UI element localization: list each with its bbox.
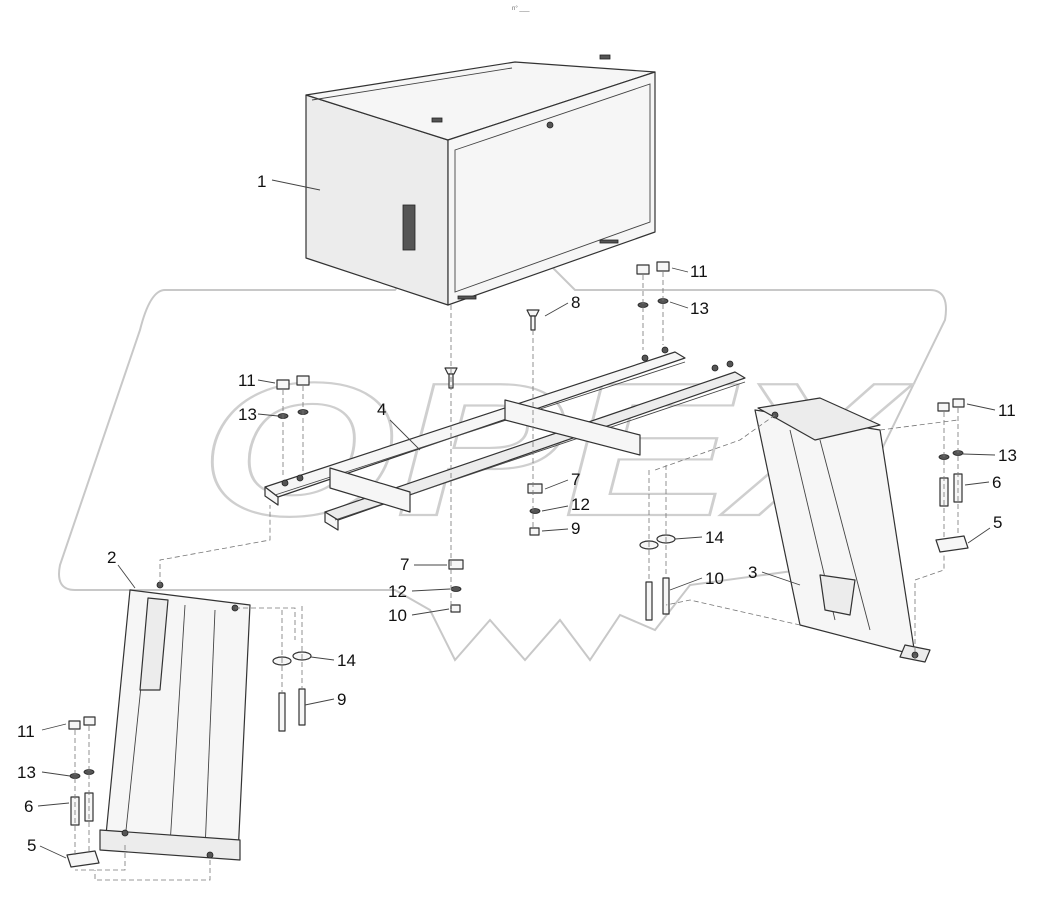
callout-11c: 11: [998, 401, 1016, 420]
callout-13b: 13: [238, 405, 257, 424]
part-3-right-bracket: 3: [748, 397, 931, 663]
callout-6b: 6: [992, 473, 1001, 492]
callout-3: 3: [748, 563, 757, 582]
part-1-box: 1: [257, 54, 656, 306]
callout-10b: 10: [388, 606, 407, 625]
callout-11d: 11: [17, 722, 35, 741]
fastener-group-center: 8 7 12 9 7 12 10: [388, 293, 590, 625]
callout-7a: 7: [571, 470, 580, 489]
callout-13a: 13: [690, 299, 709, 318]
callout-13c: 13: [998, 446, 1017, 465]
callout-4: 4: [377, 400, 386, 419]
callout-12a: 12: [571, 495, 590, 514]
header-mark: n° ___: [512, 6, 530, 12]
callout-9b: 10: [705, 569, 724, 588]
callout-12b: 12: [388, 582, 407, 601]
callout-14b: 14: [705, 528, 724, 547]
callout-9a: 9: [337, 690, 346, 709]
callout-13d: 13: [17, 763, 36, 782]
callout-1: 1: [257, 172, 266, 191]
callout-11b: 11: [238, 371, 256, 390]
callout-7b: 7: [400, 555, 409, 574]
part-4-frame: 4: [264, 346, 746, 531]
fastener-group-left-mid: 11 13: [238, 371, 310, 478]
fastener-group-right-mid: 14 10: [639, 465, 724, 621]
callout-5b: 5: [993, 513, 1002, 532]
fastener-group-top-right: 11 13: [636, 261, 709, 350]
callout-6a: 6: [24, 797, 33, 816]
assembly-guide-lines: [75, 414, 959, 881]
fastener-group-left-low: 14 9: [272, 606, 356, 732]
callout-2: 2: [107, 548, 116, 567]
callout-8: 8: [571, 293, 580, 312]
callout-10a: 9: [571, 519, 580, 538]
part-2-left-bracket: 2: [99, 548, 251, 861]
fastener-group-right: 11 13 6 5: [935, 398, 1017, 553]
callout-5a: 5: [27, 836, 36, 855]
callout-11a: 11: [690, 262, 708, 281]
callout-14a: 14: [337, 651, 356, 670]
fastener-group-bottom-left: 11 13 6 5: [17, 716, 100, 868]
